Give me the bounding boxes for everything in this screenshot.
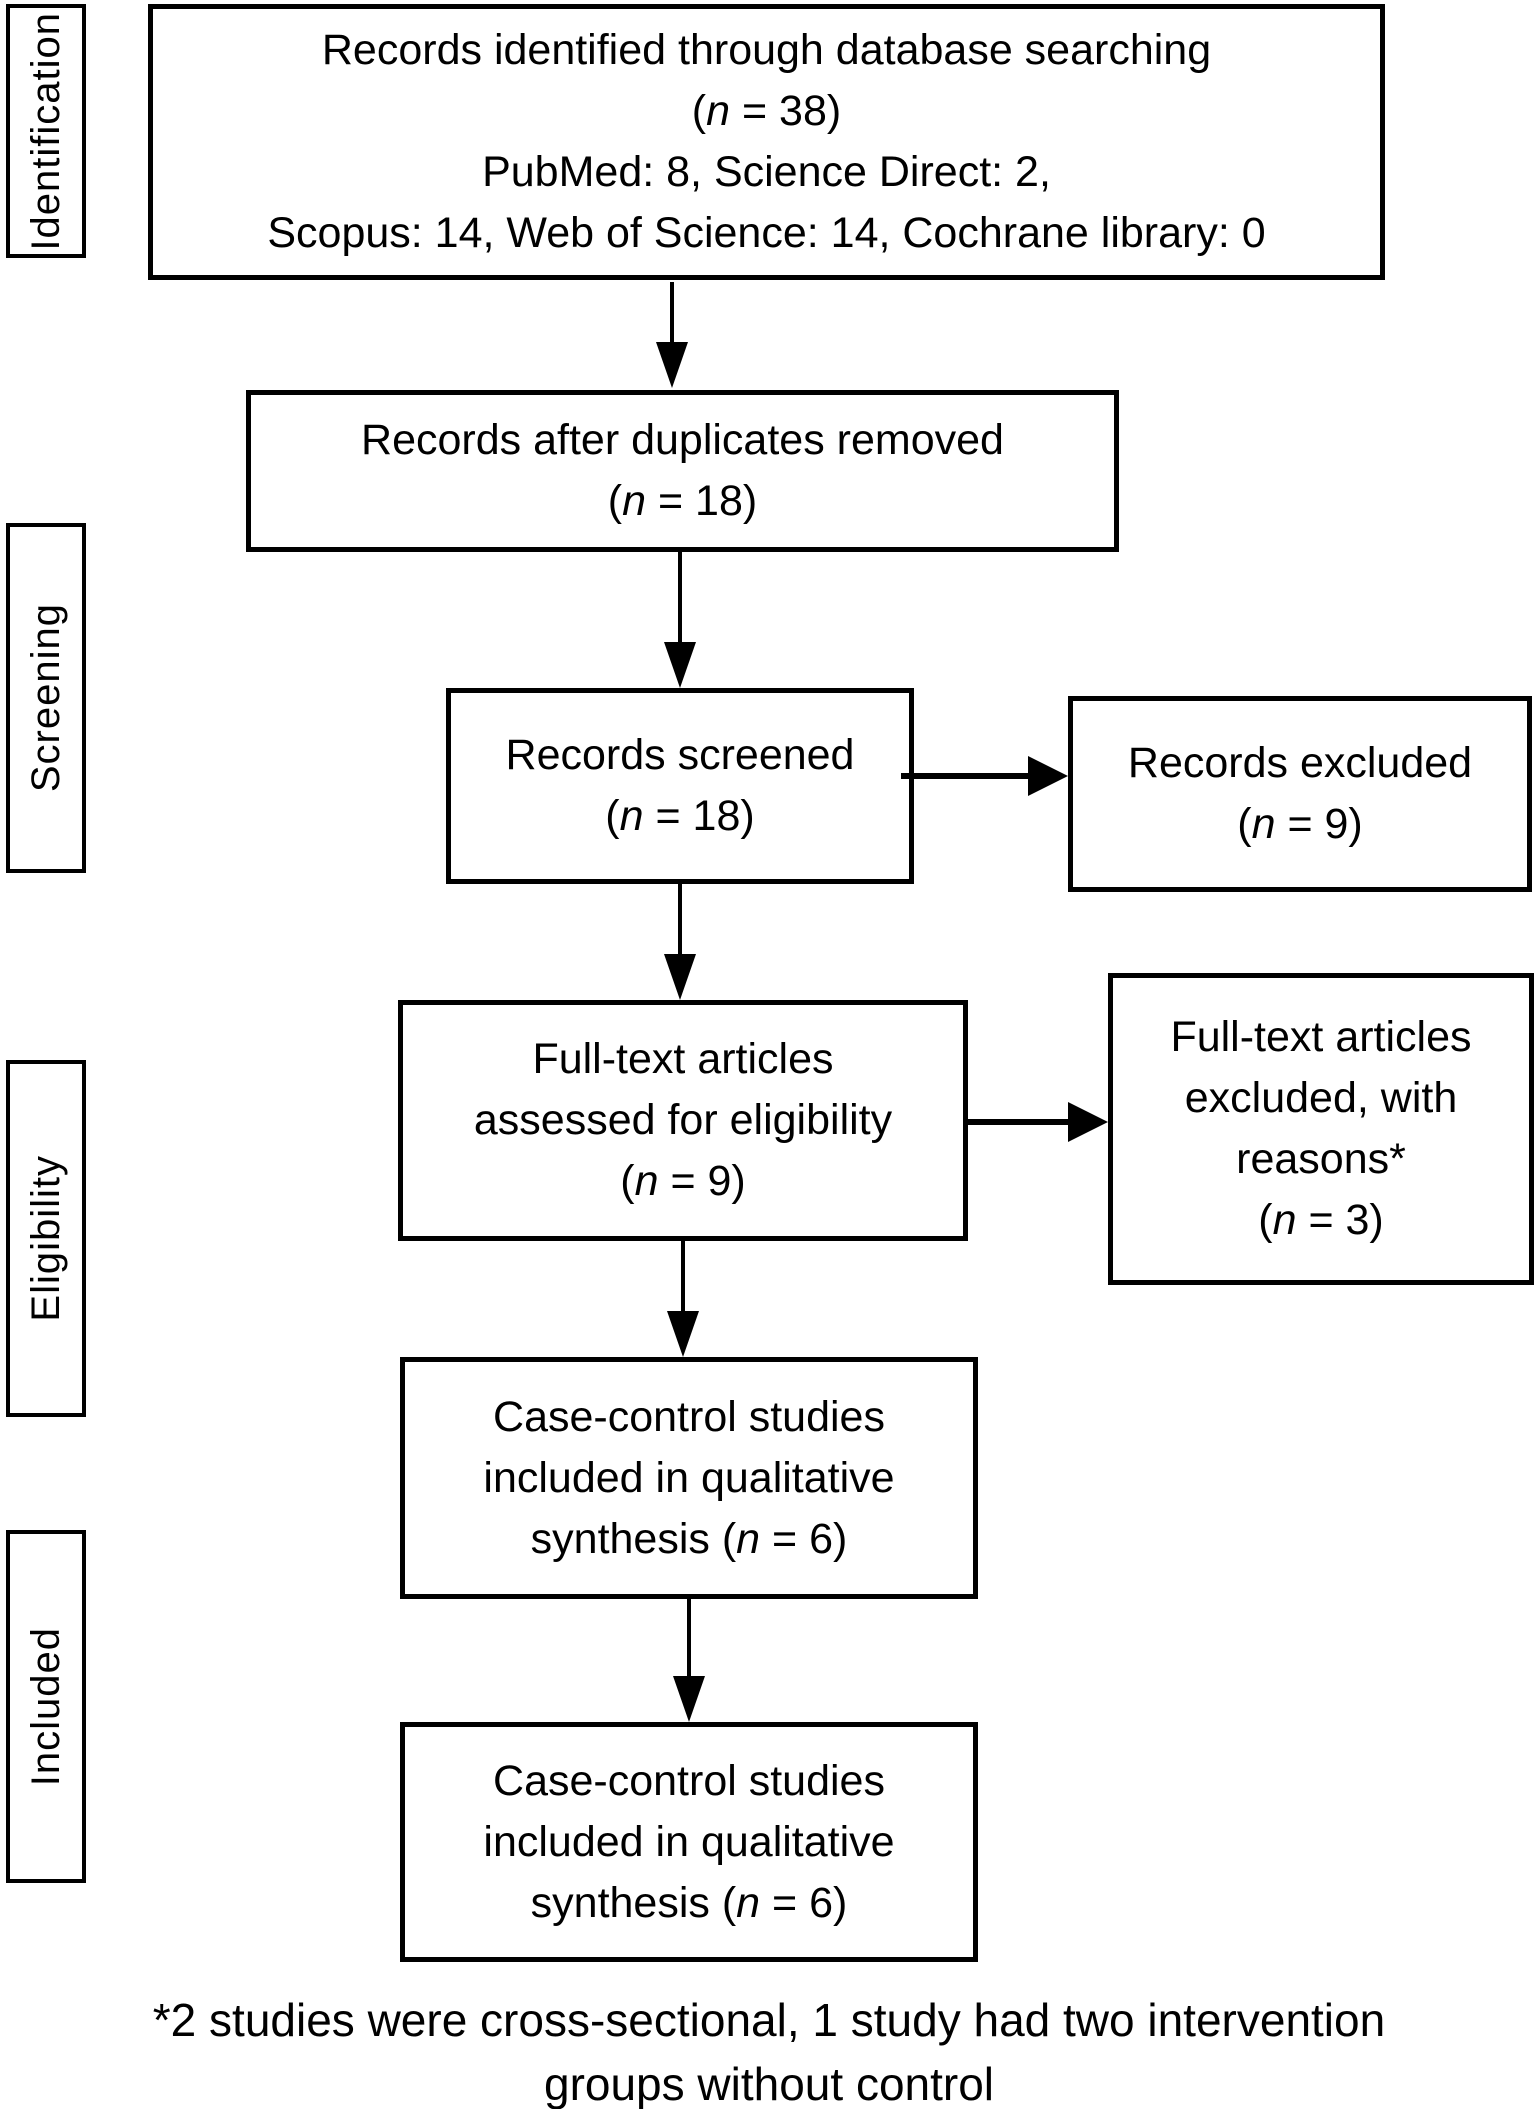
- text-line: Records after duplicates removed: [361, 416, 1004, 464]
- text-line: (n = 9): [1237, 800, 1363, 848]
- text-line: assessed for eligibility: [473, 1096, 893, 1144]
- footnote: *2 studies were cross-sectional, 1 study…: [0, 1988, 1538, 2109]
- stage-label-text: Screening: [23, 603, 68, 793]
- arrow-shaft: [901, 773, 1028, 779]
- text-line: groups without control: [543, 2058, 995, 2109]
- arrow-shaft: [687, 1599, 691, 1676]
- arrowhead-down-icon: [664, 642, 696, 688]
- text-line: Full-text articles: [532, 1035, 834, 1083]
- stage-label-screening: Screening: [6, 523, 86, 873]
- stage-label-identification: Identification: [6, 4, 86, 258]
- stage-label-text: Identification: [23, 11, 68, 251]
- text-line: *2 studies were cross-sectional, 1 study…: [152, 1994, 1386, 2046]
- arrowhead-right-icon: [1028, 756, 1068, 796]
- text-line: Records excluded: [1127, 739, 1473, 787]
- arrowhead-down-icon: [656, 342, 688, 388]
- text-line: synthesis (n = 6): [530, 1514, 848, 1563]
- stage-label-text: Included: [23, 1626, 68, 1787]
- arrow-shaft: [966, 1119, 1068, 1125]
- arrow-down-screened-to-fulltext: [662, 884, 698, 1000]
- arrow-shaft: [670, 282, 674, 342]
- arrow-down-identified-to-duplicates: [654, 282, 690, 388]
- arrow-shaft: [681, 1241, 685, 1311]
- stage-label-eligibility: Eligibility: [6, 1060, 86, 1417]
- arrow-right-screened-to-excluded: [901, 755, 1068, 797]
- box-records-screened: Records screened (n = 18): [446, 688, 914, 884]
- text-line: (n = 9): [620, 1157, 746, 1205]
- text-line: Case-control studies: [493, 1756, 885, 1805]
- text-line: (n = 38): [691, 87, 842, 135]
- box-fulltext-assessed: Full-text articles assessed for eligibili…: [398, 1000, 968, 1241]
- text-line: reasons*: [1236, 1135, 1406, 1183]
- arrowhead-down-icon: [667, 1311, 699, 1357]
- text-line: PubMed: 8, Science Direct: 2,: [482, 148, 1051, 196]
- box-qualitative-synthesis-2: Case-control studies included in qualitat…: [400, 1722, 978, 1962]
- box-fulltext-excluded: Full-text articles excluded, with reasons*…: [1108, 973, 1534, 1285]
- arrowhead-down-icon: [664, 954, 696, 1000]
- text-line: Records screened: [505, 731, 855, 779]
- text-line: Records identified through database sear…: [321, 26, 1212, 74]
- text-line: excluded, with: [1184, 1074, 1458, 1122]
- stage-label-text: Eligibility: [23, 1155, 68, 1322]
- box-records-excluded: Records excluded (n = 9): [1068, 696, 1532, 892]
- text-line: Scopus: 14, Web of Science: 14, Cochrane…: [267, 209, 1266, 257]
- arrow-right-fulltext-to-excluded: [966, 1101, 1108, 1143]
- box-qualitative-synthesis-1: Case-control studies included in qualitat…: [400, 1357, 978, 1599]
- arrow-down-synthesis-to-included: [671, 1599, 707, 1722]
- arrow-shaft: [678, 884, 682, 954]
- box-records-identified: Records identified through database sear…: [148, 4, 1385, 280]
- text-line: Full-text articles: [1170, 1013, 1472, 1061]
- text-line: (n = 18): [607, 477, 758, 525]
- stage-label-included: Included: [6, 1530, 86, 1883]
- arrow-shaft: [678, 552, 682, 642]
- box-records-after-duplicates: Records after duplicates removed (n = 18): [246, 390, 1119, 552]
- text-line: synthesis (n = 6): [530, 1878, 848, 1927]
- arrow-down-duplicates-to-screened: [662, 552, 698, 688]
- text-line: included in qualitative: [483, 1817, 895, 1866]
- arrow-down-fulltext-to-synthesis: [665, 1241, 701, 1357]
- arrowhead-right-icon: [1068, 1102, 1108, 1142]
- text-line: Case-control studies: [493, 1392, 885, 1441]
- text-line: (n = 3): [1258, 1196, 1384, 1244]
- arrowhead-down-icon: [673, 1676, 705, 1722]
- text-line: (n = 18): [605, 792, 755, 840]
- text-line: included in qualitative: [483, 1453, 895, 1502]
